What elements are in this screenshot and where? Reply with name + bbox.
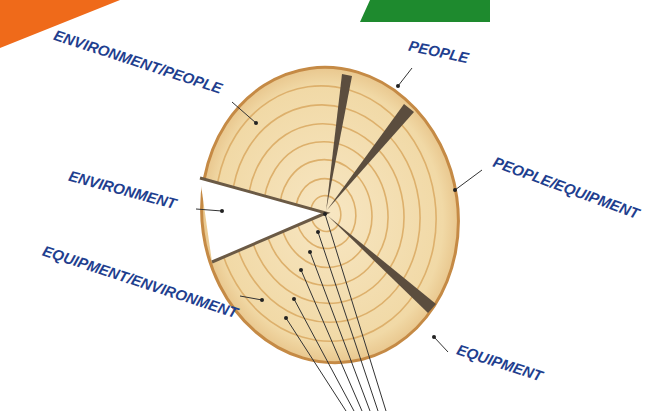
category-label: PEOPLE	[407, 38, 470, 67]
cracks	[326, 74, 436, 313]
cut-wedge	[200, 178, 326, 262]
wood-disc	[183, 51, 478, 380]
category-label: EQUIPMENT	[455, 341, 545, 384]
category-label: ENVIRONMENT	[66, 168, 177, 213]
leader-lines	[196, 68, 482, 411]
category-label: ENVIRONMENT/PEOPLE	[52, 27, 224, 97]
category-label: PEOPLE/EQUIPMENT	[491, 154, 642, 222]
crack	[200, 178, 326, 262]
corner-band	[360, 0, 490, 22]
